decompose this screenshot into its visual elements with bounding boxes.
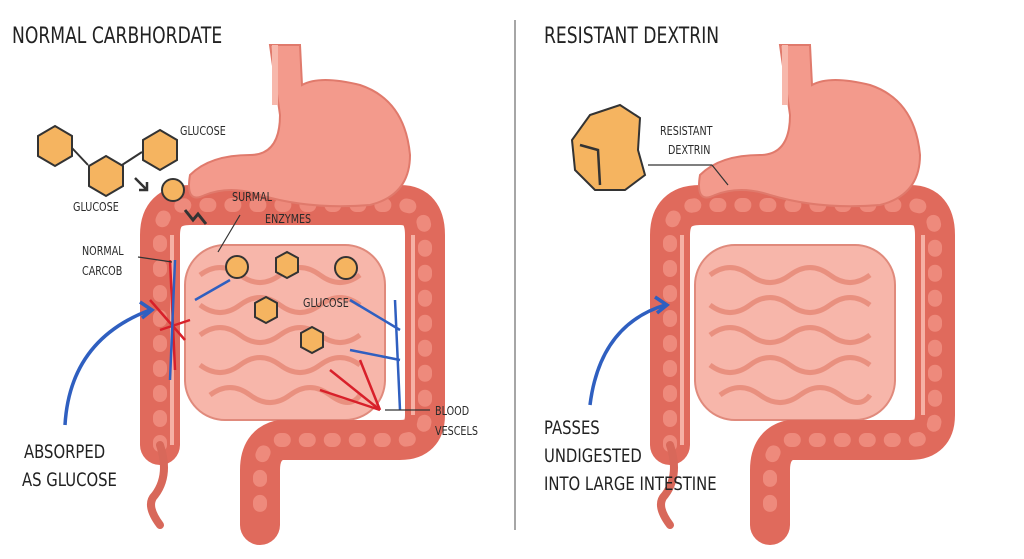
leader-lines bbox=[137, 164, 729, 411]
label-enzymes-2: ENZYMES bbox=[265, 212, 312, 226]
label-absorbed-1: ABSORPED bbox=[24, 441, 106, 463]
left-panel-title: NORMAL CARBHORDATE bbox=[12, 24, 223, 49]
glucose-chain-icon bbox=[37, 124, 178, 198]
label-passes-3: INTO LARGE INTESTINE bbox=[544, 473, 717, 495]
label-enzymes-1: SURMAL bbox=[232, 190, 272, 204]
right-panel-title: RESISTANT DEXTRIN bbox=[544, 24, 720, 49]
label-dextrin-2: DEXTRIN bbox=[668, 143, 711, 157]
absorption-arrow-icon bbox=[63, 308, 151, 426]
label-carcob-1: NORMAL bbox=[82, 244, 124, 258]
label-blood-1: BLOOD bbox=[435, 404, 470, 418]
blood-vessels bbox=[149, 259, 402, 412]
enzyme-cut-icon bbox=[183, 209, 208, 225]
digestive-system-right bbox=[661, 45, 935, 525]
label-dextrin-1: RESISTANT bbox=[660, 124, 713, 138]
resistant-dextrin-icon bbox=[570, 103, 647, 191]
glucose-molecule-icon bbox=[254, 250, 324, 355]
arrow-icon bbox=[134, 177, 149, 192]
label-glucose-left: GLUCOSE bbox=[73, 200, 119, 214]
label-passes-2: UNDIGESTED bbox=[544, 445, 642, 467]
label-passes-1: PASSES bbox=[544, 417, 600, 439]
label-carcob-2: CARCOB bbox=[82, 264, 123, 278]
label-glucose-mid: GLUCOSE bbox=[303, 296, 349, 310]
digestive-system-left bbox=[151, 45, 425, 525]
label-absorbed-2: AS GLUCOSE bbox=[22, 469, 117, 491]
label-glucose-top: GLUCOSE bbox=[180, 124, 226, 138]
label-blood-2: VESCELS bbox=[435, 424, 478, 438]
pass-through-arrow-icon bbox=[588, 303, 666, 406]
enzyme-face-icon bbox=[161, 178, 358, 280]
